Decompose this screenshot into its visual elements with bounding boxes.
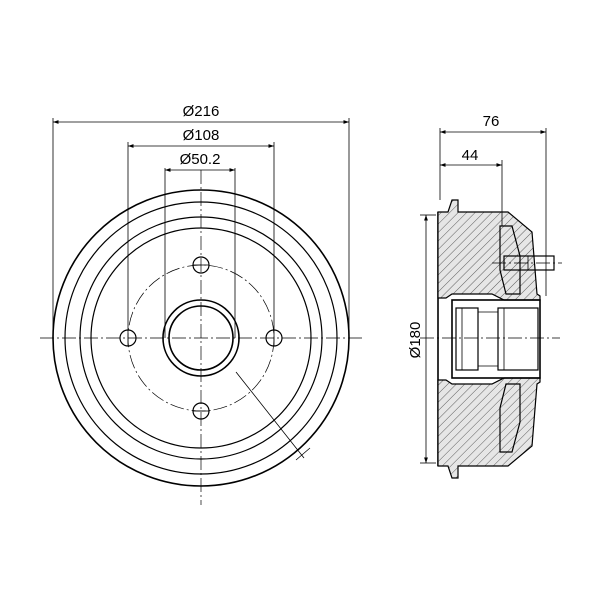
dim-label-76: 76 [483,113,500,130]
bearing-seat-right [497,307,539,371]
diagonal-leader-tick [295,447,311,461]
dim-label-180: Ø180 [407,322,424,359]
upper-section-hatch [438,200,540,300]
upper-recess [499,225,521,295]
dim-label-50: Ø50.2 [180,151,221,168]
front-view: Ø216 Ø108 Ø50.2 [40,103,362,505]
lower-recess [499,383,521,453]
hub-bore [451,299,541,379]
dim-label-108: Ø108 [183,127,220,144]
side-section-view: 76 44 Ø180 [407,113,562,479]
diagonal-leader-line [235,371,305,459]
dim-label-216: Ø216 [183,103,220,120]
dim-label-44: 44 [462,147,479,164]
bearing-seat-left [455,307,479,371]
lower-section-hatch [438,378,540,478]
